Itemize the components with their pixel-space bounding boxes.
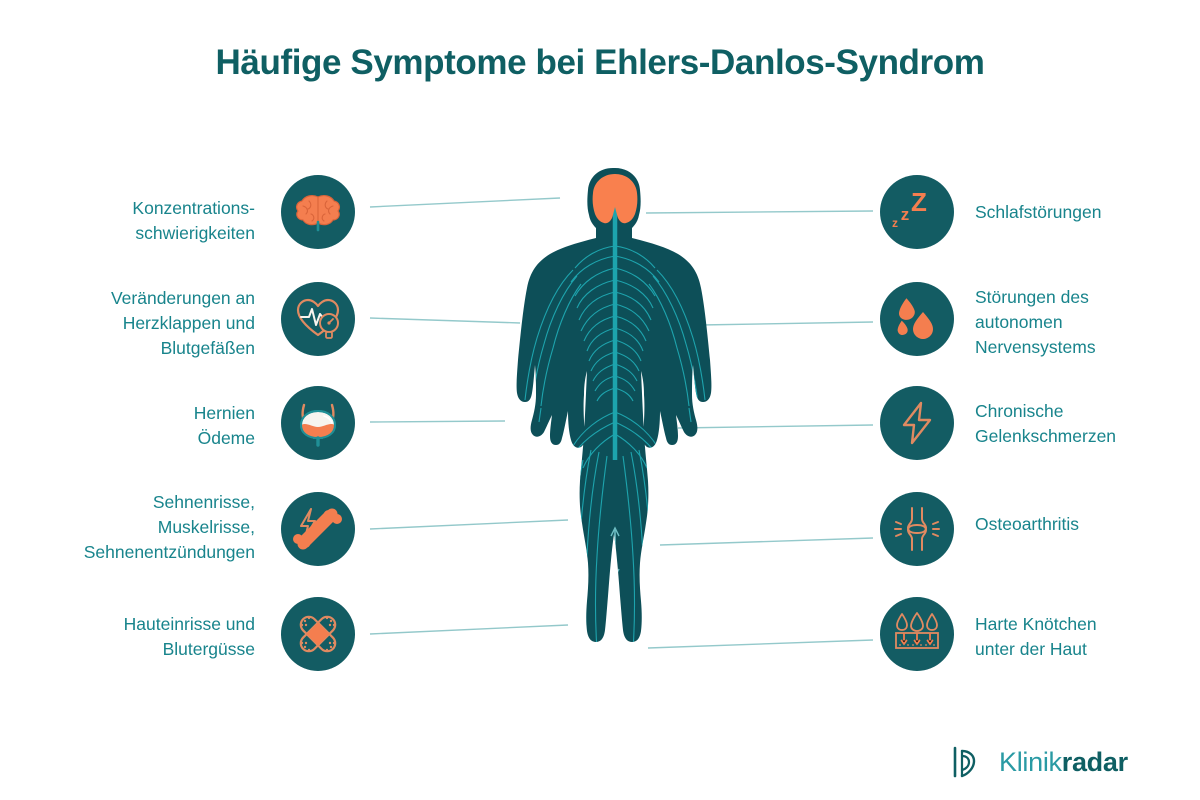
body-svg bbox=[516, 168, 712, 642]
symptom-icon-lightning[interactable] bbox=[880, 386, 954, 460]
page-title: Häufige Symptome bei Ehlers-Danlos-Syndr… bbox=[215, 43, 985, 82]
svg-text:z: z bbox=[901, 205, 910, 224]
symptom-icon-sleep[interactable]: Z z z bbox=[880, 175, 954, 249]
brand-logo[interactable]: Klinikradar bbox=[948, 742, 1128, 782]
symptom-icon-heart[interactable] bbox=[281, 282, 355, 356]
nervous-system-overlay bbox=[519, 198, 711, 642]
symptom-label-left-5: Hauteinrisse und Blutergüsse bbox=[123, 614, 255, 659]
symptom-icon-skin[interactable] bbox=[880, 597, 954, 671]
brain-highlight bbox=[592, 174, 638, 224]
bone-lightning-icon bbox=[293, 508, 342, 550]
brain-icon bbox=[296, 195, 340, 232]
svg-text:Z: Z bbox=[911, 189, 927, 217]
bandage-cross-icon bbox=[299, 615, 337, 653]
symptom-label-right-4: Osteoarthritis bbox=[975, 514, 1080, 534]
symptom-icon-bladder[interactable] bbox=[281, 386, 355, 460]
symptom-icon-joint[interactable] bbox=[880, 492, 954, 566]
logo-word-klinik: Klinik bbox=[999, 746, 1062, 777]
logo-wordmark: Klinikradar bbox=[999, 747, 1128, 778]
skin-layer-icon bbox=[895, 612, 939, 649]
symptom-label-left-3: Hernien Ödeme bbox=[193, 403, 255, 448]
heart-ecg-icon bbox=[296, 298, 340, 339]
klinikradar-mark-icon bbox=[953, 746, 976, 778]
symptom-icon-bandage[interactable] bbox=[281, 597, 355, 671]
lightning-bolt-icon bbox=[902, 401, 932, 445]
sleep-zzz-icon: Z z z bbox=[892, 189, 927, 230]
logo-word-radar: radar bbox=[1061, 746, 1128, 777]
symptom-icon-droplets[interactable] bbox=[880, 282, 954, 356]
symptom-label-right-5: Harte Knötchen unter der Haut bbox=[975, 614, 1097, 659]
symptom-label-left-4: Sehnenrisse, Muskelrisse, Sehnenentzündu… bbox=[83, 492, 255, 562]
symptom-label-right-3: Chronische Gelenkschmerzen bbox=[975, 401, 1117, 446]
symptom-label-right-2: Störungen des autonomen Nervensystems bbox=[975, 287, 1096, 357]
symptom-icon-brain[interactable] bbox=[281, 175, 355, 249]
symptom-label-right-1: Schlafstörungen bbox=[975, 202, 1102, 222]
svg-text:z: z bbox=[892, 216, 898, 230]
symptom-label-left-2: Veränderungen an Herzklappen und Blutgef… bbox=[110, 288, 255, 358]
joint-pain-icon bbox=[894, 507, 940, 551]
symptom-icon-bone[interactable] bbox=[281, 492, 355, 566]
symptom-label-left-1: Konzentrations- schwierigkeiten bbox=[132, 198, 255, 243]
human-body-figure bbox=[487, 160, 743, 685]
bladder-icon bbox=[299, 403, 337, 447]
droplets-icon bbox=[897, 298, 933, 339]
